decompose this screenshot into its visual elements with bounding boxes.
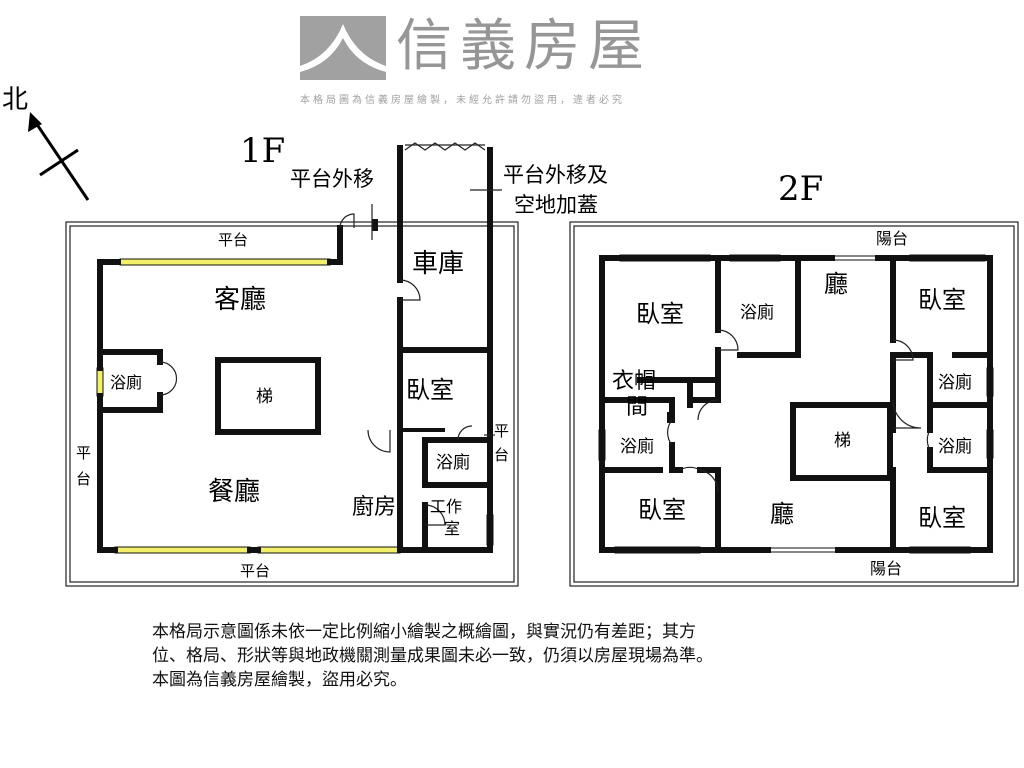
room-closet: 間 [626, 395, 648, 420]
room-hall: 廳 [824, 270, 848, 298]
room-bathroom: 浴廁 [938, 372, 972, 393]
room-bedroom: 臥室 [636, 300, 684, 328]
floor1-plan [65, 142, 519, 587]
label-platform-right: 台 [494, 446, 509, 464]
room-bathroom: 浴廁 [620, 436, 654, 457]
room-bedroom: 臥室 [918, 504, 966, 532]
room-bedroom: 臥室 [918, 286, 966, 314]
watermark-brand: 信義房屋 [396, 14, 652, 79]
disclaimer: 本格局示意圖係未依一定比例縮小繪製之概繪圖，與實況仍有差距；其方 位、格局、形狀… [152, 620, 713, 692]
label-platform-top: 平台 [218, 231, 248, 249]
room-stairs: 梯 [256, 387, 273, 407]
north-arrow-icon [28, 112, 90, 201]
room-bathroom: 浴廁 [110, 373, 142, 392]
room-workroom: 室 [444, 519, 460, 538]
annotation-platform-moved: 平台外移 [290, 167, 374, 191]
disclaimer-line: 本格局示意圖係未依一定比例縮小繪製之概繪圖，與實況仍有差距；其方 [152, 622, 696, 642]
watermark-notice: 本格局圖為信義房屋繪製，未經允許請勿盜用，違者必究 [300, 95, 625, 106]
window [96, 367, 104, 397]
room-workroom: 工作 [430, 497, 462, 516]
room-hall: 廳 [770, 500, 794, 528]
window [114, 546, 251, 554]
room-bathroom: 浴廁 [436, 452, 470, 473]
annotation-addition-2: 空地加蓋 [514, 193, 598, 217]
brand-logo-icon [300, 16, 386, 80]
label-balcony-bottom: 陽台 [870, 559, 902, 578]
window [257, 546, 401, 554]
disclaimer-line: 本圖為信義房屋繪製，盜用必究。 [152, 670, 407, 690]
room-bathroom: 浴廁 [740, 302, 774, 323]
watermark: 信義房屋 本格局圖為信義房屋繪製，未經允許請勿盜用，違者必究 [300, 14, 860, 124]
room-bedroom: 臥室 [406, 376, 454, 404]
room-stairs: 梯 [834, 431, 851, 451]
label-balcony-top: 陽台 [876, 229, 908, 248]
label-platform-left: 平 [76, 444, 91, 462]
label-platform-left: 台 [76, 470, 91, 488]
label-platform-right: 平 [494, 422, 509, 440]
room-dining: 餐廳 [208, 477, 260, 507]
room-bedroom: 臥室 [638, 496, 686, 524]
floor2-title: 2F [778, 169, 823, 209]
floor2-plan [569, 221, 1019, 587]
window [119, 258, 331, 266]
label-platform-bottom: 平台 [240, 562, 270, 580]
disclaimer-line: 位、格局、形狀等與地政機關測量成果圖未必一致，仍須以房屋現場為準。 [152, 646, 713, 666]
floor1-title: 1F [240, 131, 285, 171]
annotation-addition-1: 平台外移及 [503, 163, 608, 187]
room-closet: 衣帽 [612, 369, 656, 394]
north-label: 北 [2, 85, 28, 115]
room-bathroom: 浴廁 [938, 436, 972, 457]
room-living: 客廳 [214, 285, 266, 315]
room-kitchen: 廚房 [352, 495, 396, 520]
room-garage: 車庫 [412, 249, 464, 279]
